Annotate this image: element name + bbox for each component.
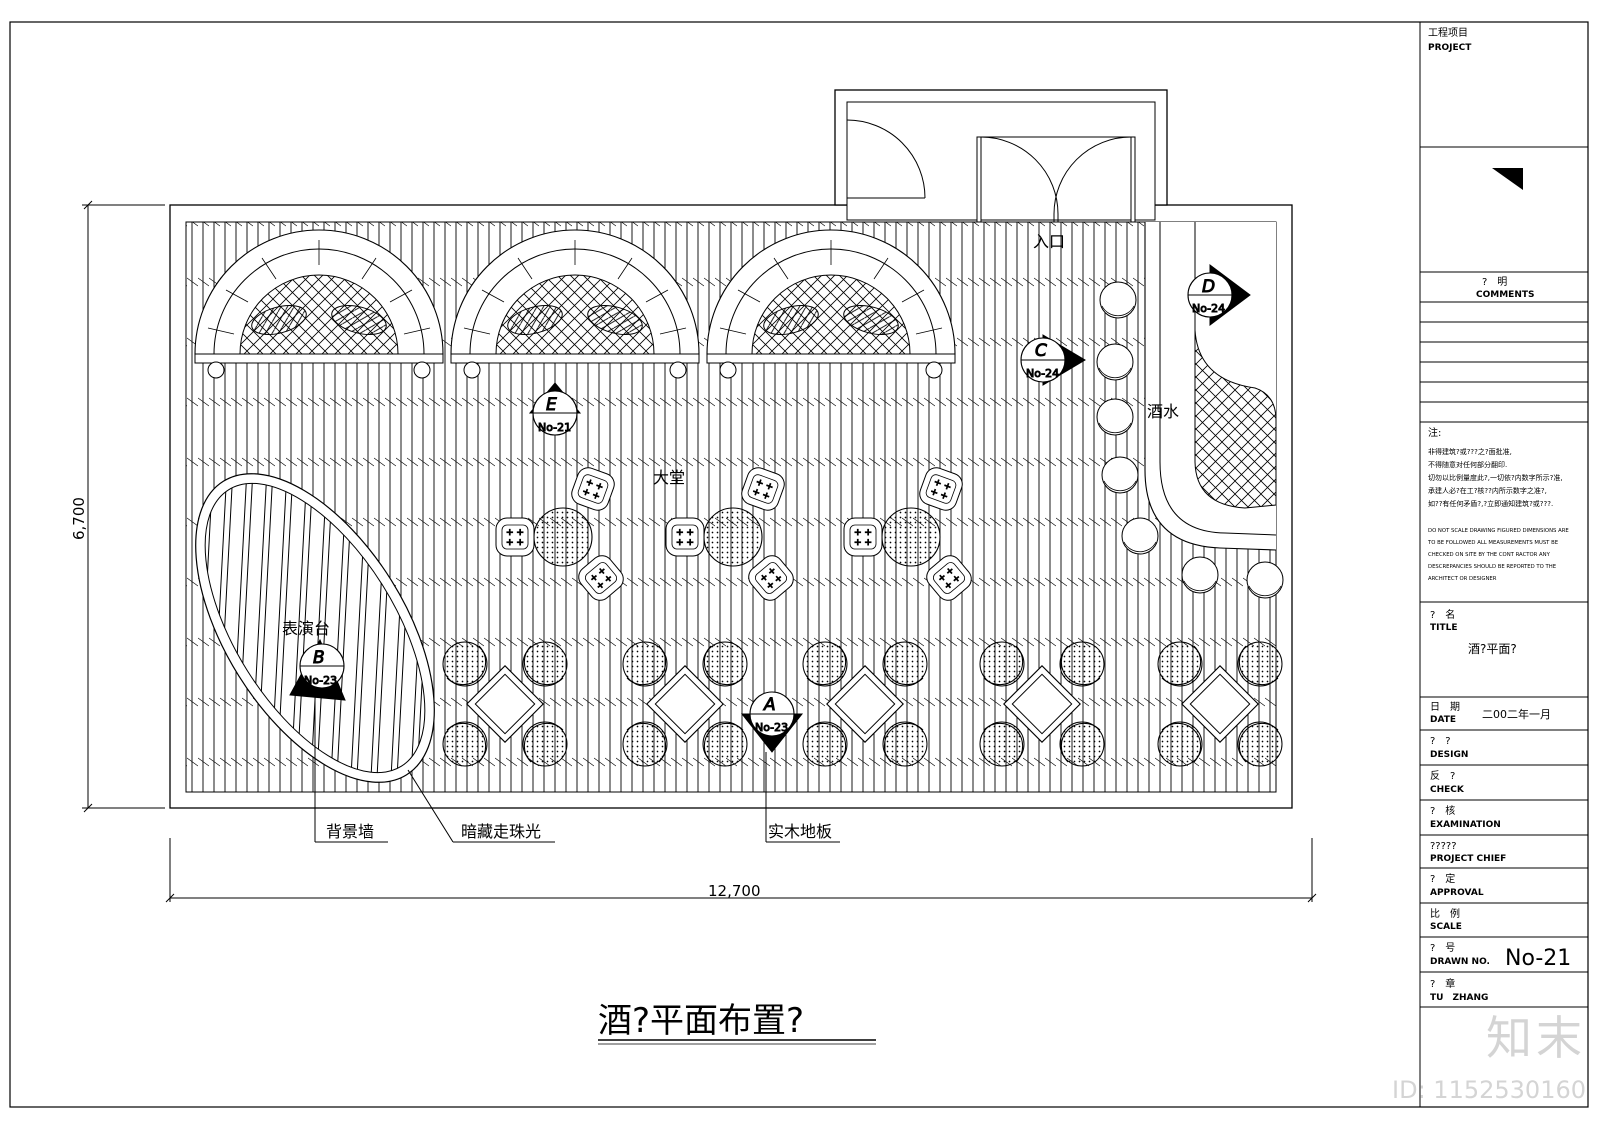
tb-design-en: DESIGN (1430, 750, 1468, 760)
tb-notes-head: 注: (1428, 426, 1441, 439)
drawing-title: 酒?平面布置? (598, 1001, 804, 1041)
marker-c-ref: No-24 (1026, 367, 1059, 380)
label-entrance: 入口 (1033, 232, 1065, 251)
tb-scale-en: SCALE (1430, 922, 1462, 932)
svg-text:+ +: + + (854, 538, 872, 548)
diamond-table-5 (1157, 641, 1283, 767)
tb-project-cn: 工程项目 (1428, 27, 1468, 39)
svg-text:+ +: + + (676, 538, 694, 548)
tb-note-cn-5: 如??有任何矛盾?,?立即通知建筑?或???. (1428, 499, 1553, 508)
tb-date-en: DATE (1430, 715, 1456, 725)
marker-b-ref: No-23 (304, 674, 337, 687)
tb-drawn-value: No-21 (1505, 946, 1571, 971)
marker-a-ref: No-23 (755, 721, 788, 734)
tb-approval-cn: ? 定 (1430, 872, 1455, 885)
marker-e-ref: No-21 (538, 421, 571, 434)
callout-backwall: 背景墙 (326, 822, 374, 841)
dimension-lines (82, 200, 1317, 903)
tb-chief-en: PROJECT CHIEF (1430, 854, 1506, 864)
elevation-marker-c: C No-24 (1020, 334, 1086, 386)
tb-note-en-4: DESCREPANCIES SHOULD BE REPORTED TO THE (1428, 564, 1557, 570)
marker-c-letter: C (1035, 341, 1047, 361)
dim-width-label: 12,700 (708, 882, 761, 900)
tb-check-cn: 反 ? (1430, 770, 1455, 782)
tb-exam-cn: ? 核 (1430, 804, 1455, 817)
diamond-table-1 (442, 641, 568, 767)
dim-height-label: 6,700 (70, 497, 88, 540)
title-block (1419, 22, 1588, 1107)
elevation-marker-d: D No-24 (1187, 264, 1251, 326)
performance-stage (195, 473, 435, 783)
tb-note-en-2: TO BE FOLLOWED ALL MEASUREMENTS MUST BE (1427, 540, 1559, 546)
booth-sofas (194, 229, 956, 379)
label-stage: 表演台 (282, 619, 330, 638)
booth-2 (450, 229, 700, 379)
tb-note-en-5: ARCHITECT OR DESIGNER (1428, 576, 1497, 582)
svg-text:+ +: + + (854, 528, 872, 538)
tb-comments-cn: ? 明 (1482, 276, 1507, 288)
tb-note-cn-3: 切勿以比例量度此?,一切依?内数字所示?准, (1428, 473, 1563, 482)
tb-note-en-1: DO NOT SCALE DRAWING FIGURED DIMENSIONS … (1428, 528, 1569, 534)
booth-1 (194, 229, 444, 379)
marker-b-letter: B (313, 648, 325, 668)
tb-title-cn: ? 名 (1430, 608, 1455, 621)
svg-text:+ +: + + (506, 528, 524, 538)
diamond-table-2 (622, 641, 748, 767)
booth-3 (706, 229, 956, 379)
north-arrow-icon (1492, 168, 1523, 190)
annotation-callouts (314, 690, 840, 843)
tb-exam-en: EXAMINATION (1430, 820, 1501, 830)
tb-date-value: 二00二年一月 (1482, 707, 1551, 721)
tb-title-value: 酒?平面? (1468, 642, 1517, 656)
tb-project-en: PROJECT (1428, 43, 1472, 53)
tb-note-cn-4: 承建人必?在工?核??内所示数字之准?, (1428, 486, 1547, 495)
label-hall: 大堂 (653, 468, 685, 487)
marker-d-letter: D (1202, 277, 1215, 297)
marker-d-ref: No-24 (1192, 302, 1225, 315)
elevation-marker-a: A No-23 (740, 691, 804, 753)
tb-approval-en: APPROVAL (1430, 888, 1484, 898)
elevation-marker-b: B No-23 (289, 638, 346, 701)
tb-drawn-en: DRAWN NO. (1430, 957, 1490, 967)
tb-design-cn: ? ? (1430, 736, 1451, 747)
tb-tuzhang-cn: ? 章 (1430, 977, 1455, 990)
svg-text:+ +: + + (506, 538, 524, 548)
elevation-markers: E No-21 C No-24 D No-24 B No-23 (289, 264, 1251, 753)
round-table-sets: + ++ + + ++ + + ++ + + ++ + + ++ + + ++ … (495, 467, 972, 601)
tb-note-cn-1: 非得建筑?或???之?面批准, (1428, 447, 1512, 456)
svg-text:+ +: + + (676, 528, 694, 538)
watermark-id: ID: 1152530160 (1392, 1076, 1586, 1104)
tb-chief-cn: ????? (1430, 841, 1457, 852)
diamond-table-4 (979, 641, 1105, 767)
diamond-table-sets (442, 641, 1283, 767)
elevation-marker-e: E No-21 (528, 382, 582, 436)
tb-check-en: CHECK (1430, 785, 1465, 795)
tb-title-en: TITLE (1430, 623, 1458, 633)
tb-scale-cn: 比 例 (1430, 907, 1460, 920)
diamond-table-3 (802, 641, 928, 767)
marker-a-letter: A (763, 695, 776, 715)
label-bar: 酒水 (1147, 402, 1179, 421)
tb-note-en-3: CHECKED ON SITE BY THE CONT RACTOR ANY (1428, 552, 1551, 558)
watermark-logo: 知末 (1486, 1011, 1586, 1065)
callout-floor: 实木地板 (768, 822, 832, 841)
tb-comments-en: COMMENTS (1476, 290, 1534, 300)
marker-e-letter: E (546, 395, 557, 415)
round-table-2: + ++ + + ++ + + ++ + (665, 467, 794, 601)
tb-drawn-cn: ? 号 (1430, 942, 1455, 954)
round-table-3: + ++ + + ++ + + ++ + (843, 467, 972, 601)
tb-date-cn: 日 期 (1430, 701, 1460, 713)
tb-note-cn-2: 不得随意对任何部分翻印. (1428, 460, 1507, 469)
callout-light: 暗藏走珠光 (461, 822, 541, 841)
tb-tuzhang-en: TU ZHANG (1430, 993, 1488, 1003)
round-table-1: + ++ + + ++ + + ++ + (495, 467, 624, 601)
bar-counter (1096, 222, 1284, 599)
